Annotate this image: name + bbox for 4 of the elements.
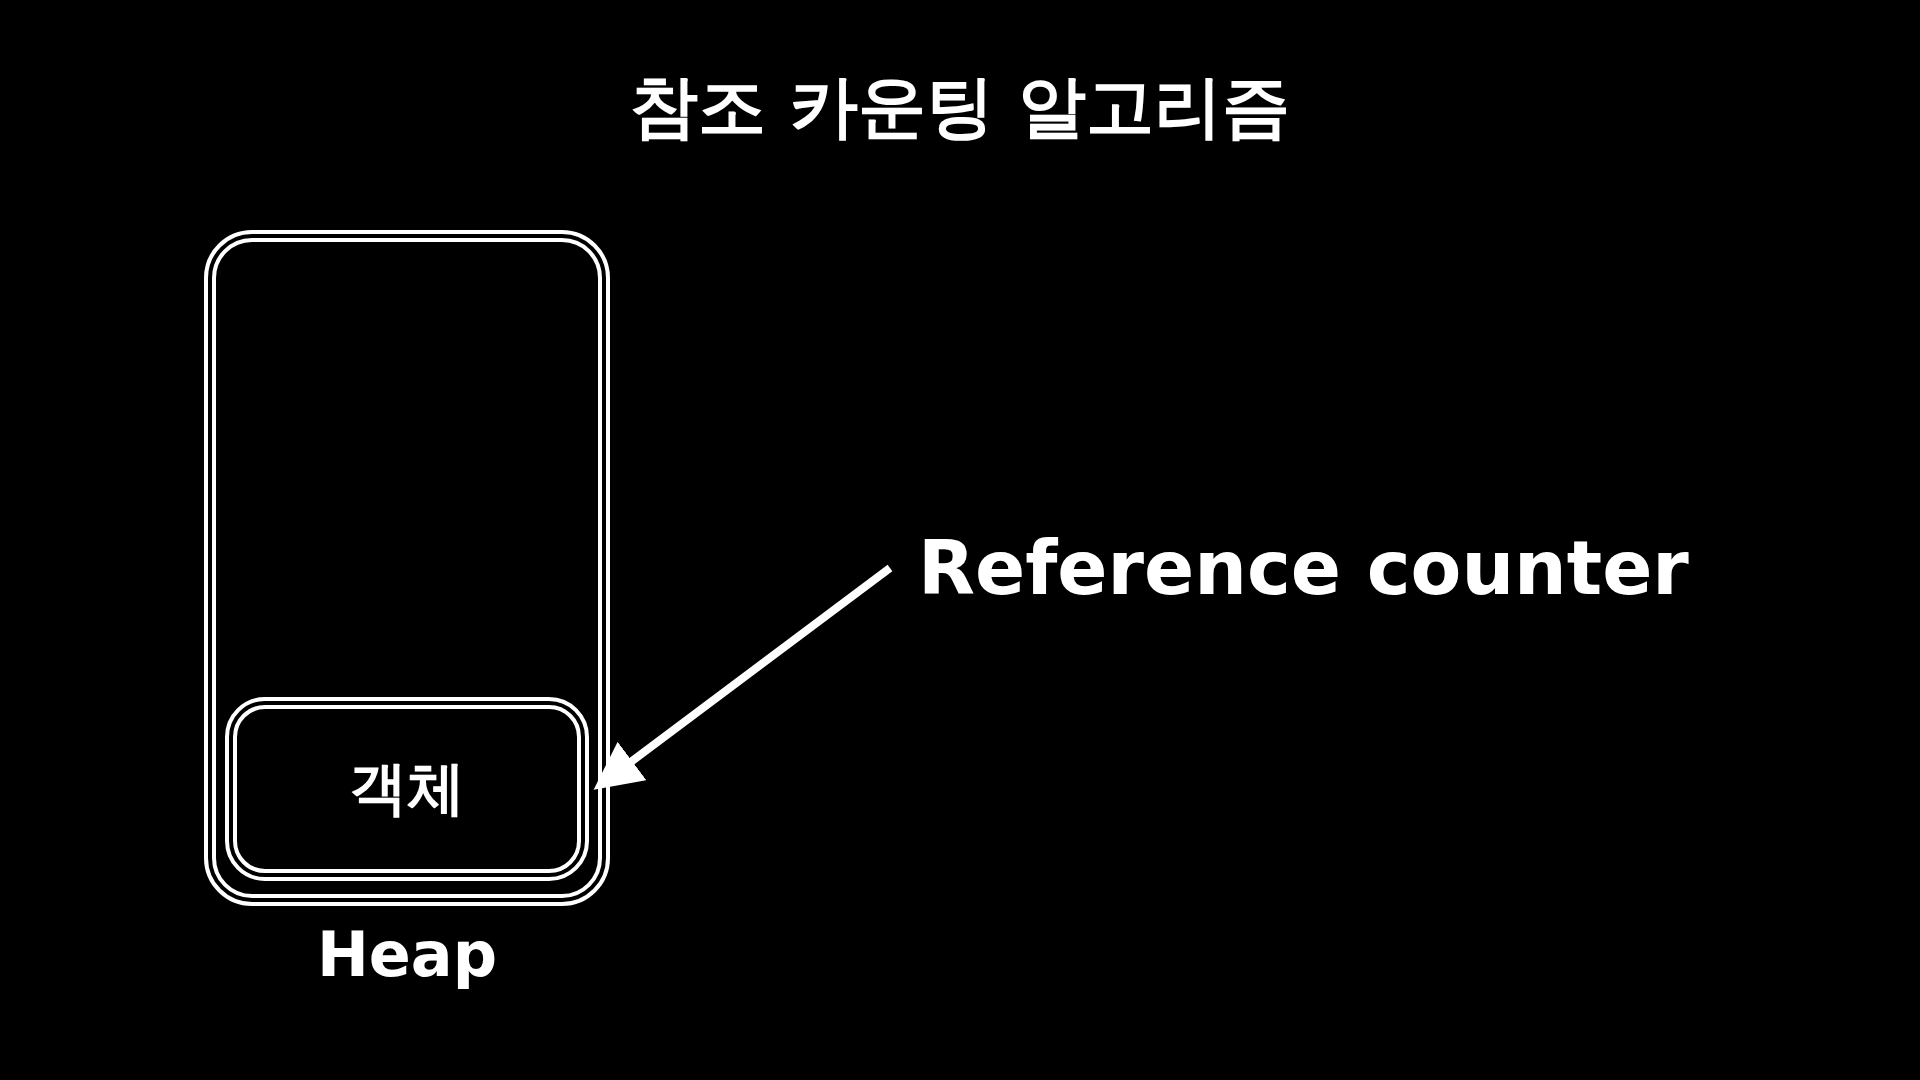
object-box: 객체 [225, 697, 589, 881]
callout-text: Reference counter [918, 520, 1689, 616]
title: 참조 카운팅 알고리즘 [629, 66, 1291, 148]
arrow [593, 564, 893, 790]
